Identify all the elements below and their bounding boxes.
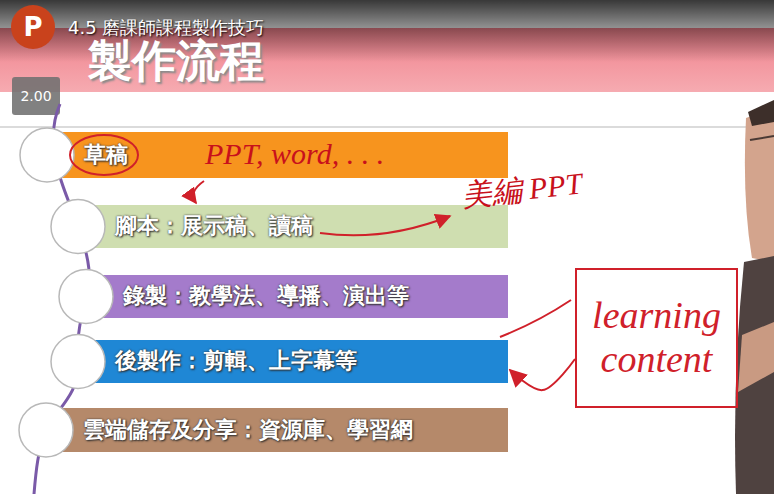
presenter-glasses	[750, 136, 774, 140]
slide-heading: 製作流程	[88, 32, 264, 91]
speed-badge	[12, 77, 60, 115]
presenter-hair	[748, 100, 774, 126]
process-band: 後製作：剪輯、上字幕等	[78, 340, 508, 383]
band-text: 雲端儲存及分享：資源庫、學習網	[83, 417, 413, 443]
step-circle	[51, 335, 105, 389]
slide-rule	[0, 126, 774, 128]
step-circle	[19, 403, 73, 457]
handwritten-box: learning content	[575, 268, 738, 408]
hand-arrow-connector	[510, 359, 575, 390]
handwritten-text: learning content	[585, 294, 728, 381]
process-band: 腳本：展示稿、讀稿	[78, 205, 508, 248]
presenter-face	[745, 108, 774, 262]
band-text: 腳本：展示稿、讀稿	[115, 213, 313, 239]
step-circle	[20, 128, 74, 182]
band-text: 草稿	[84, 142, 128, 168]
presenter-hand	[738, 322, 774, 392]
hand-stroke	[500, 300, 571, 337]
band-text: 後製作：剪輯、上字幕等	[115, 348, 357, 374]
step-circle	[59, 270, 113, 324]
speed-text: 2.00	[12, 77, 60, 115]
band-text: 錄製：教學法、導播、演出等	[123, 283, 409, 309]
step-circle	[51, 200, 105, 254]
process-band: 錄製：教學法、導播、演出等	[86, 275, 508, 318]
presenter-body	[735, 256, 774, 494]
channel-icon	[11, 5, 55, 49]
hand-arrow	[193, 181, 204, 203]
process-band: 雲端儲存及分享：資源庫、學習網	[46, 408, 508, 452]
handwritten-note: PPT, word, . . .	[205, 137, 384, 171]
channel-letter: P	[11, 5, 55, 49]
